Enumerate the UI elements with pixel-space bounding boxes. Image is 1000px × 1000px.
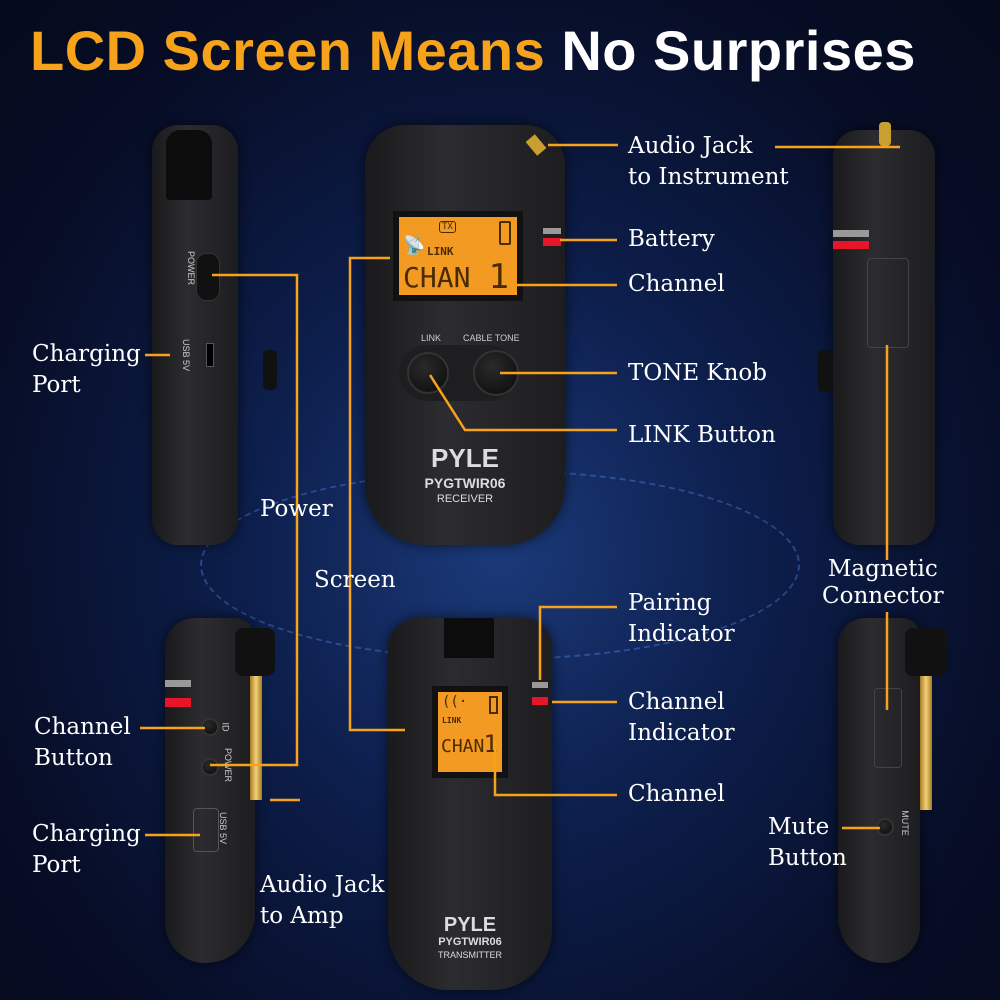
brand-logo: PYLE <box>431 443 499 473</box>
clip <box>444 618 494 658</box>
brand-logo: PYLE <box>443 914 497 936</box>
audio-jack-plug <box>920 660 932 810</box>
indicator-light <box>165 698 191 707</box>
label-battery: Battery <box>628 226 715 252</box>
label-tone-knob: TONE Knob <box>628 360 767 386</box>
label-channel: Channel <box>628 271 725 297</box>
battery-icon <box>499 221 511 245</box>
plug-housing <box>235 628 275 676</box>
satellite-icon: 📡 <box>403 235 426 256</box>
receiver-side-view-right <box>833 122 935 545</box>
label-link-button: LINK Button <box>628 422 776 448</box>
audio-jack <box>879 122 891 146</box>
indicator-light <box>833 241 869 249</box>
receiver-lcd-screen: TX 📡 LINK CHAN 1 <box>393 211 523 301</box>
wifi-icon: ((· <box>442 694 468 710</box>
tone-knob-side <box>263 350 277 390</box>
plug-housing <box>905 628 947 676</box>
label-power: Power <box>260 496 333 522</box>
usb-port <box>206 343 214 367</box>
clip <box>166 130 212 200</box>
indicator-grey <box>543 228 561 234</box>
power-button <box>196 253 220 301</box>
battery-indicator <box>543 238 561 246</box>
receiver-side-view-left: POWER USB 5V <box>152 125 238 545</box>
knob-side <box>818 350 833 392</box>
label-channel-lcd: Channel <box>628 781 725 807</box>
transmitter-lcd-screen: ((· LINK CHAN 1 <box>432 686 508 778</box>
transmitter-side-view-right: MUTE <box>838 618 920 963</box>
power-button <box>201 758 219 776</box>
usb-port <box>193 808 219 852</box>
transmitter-front: ((· LINK CHAN 1 PYLE PYGTWIR06 TRANSMITT… <box>388 618 552 990</box>
page-title: LCD Screen Means No Surprises <box>30 19 916 82</box>
link-button <box>407 352 449 394</box>
channel-indicator-light <box>532 697 548 705</box>
receiver-front: TX 📡 LINK CHAN 1 LINK CABLE TONE PYLE PY… <box>365 125 565 545</box>
label-screen: Screen <box>314 567 396 593</box>
battery-icon <box>489 696 498 714</box>
